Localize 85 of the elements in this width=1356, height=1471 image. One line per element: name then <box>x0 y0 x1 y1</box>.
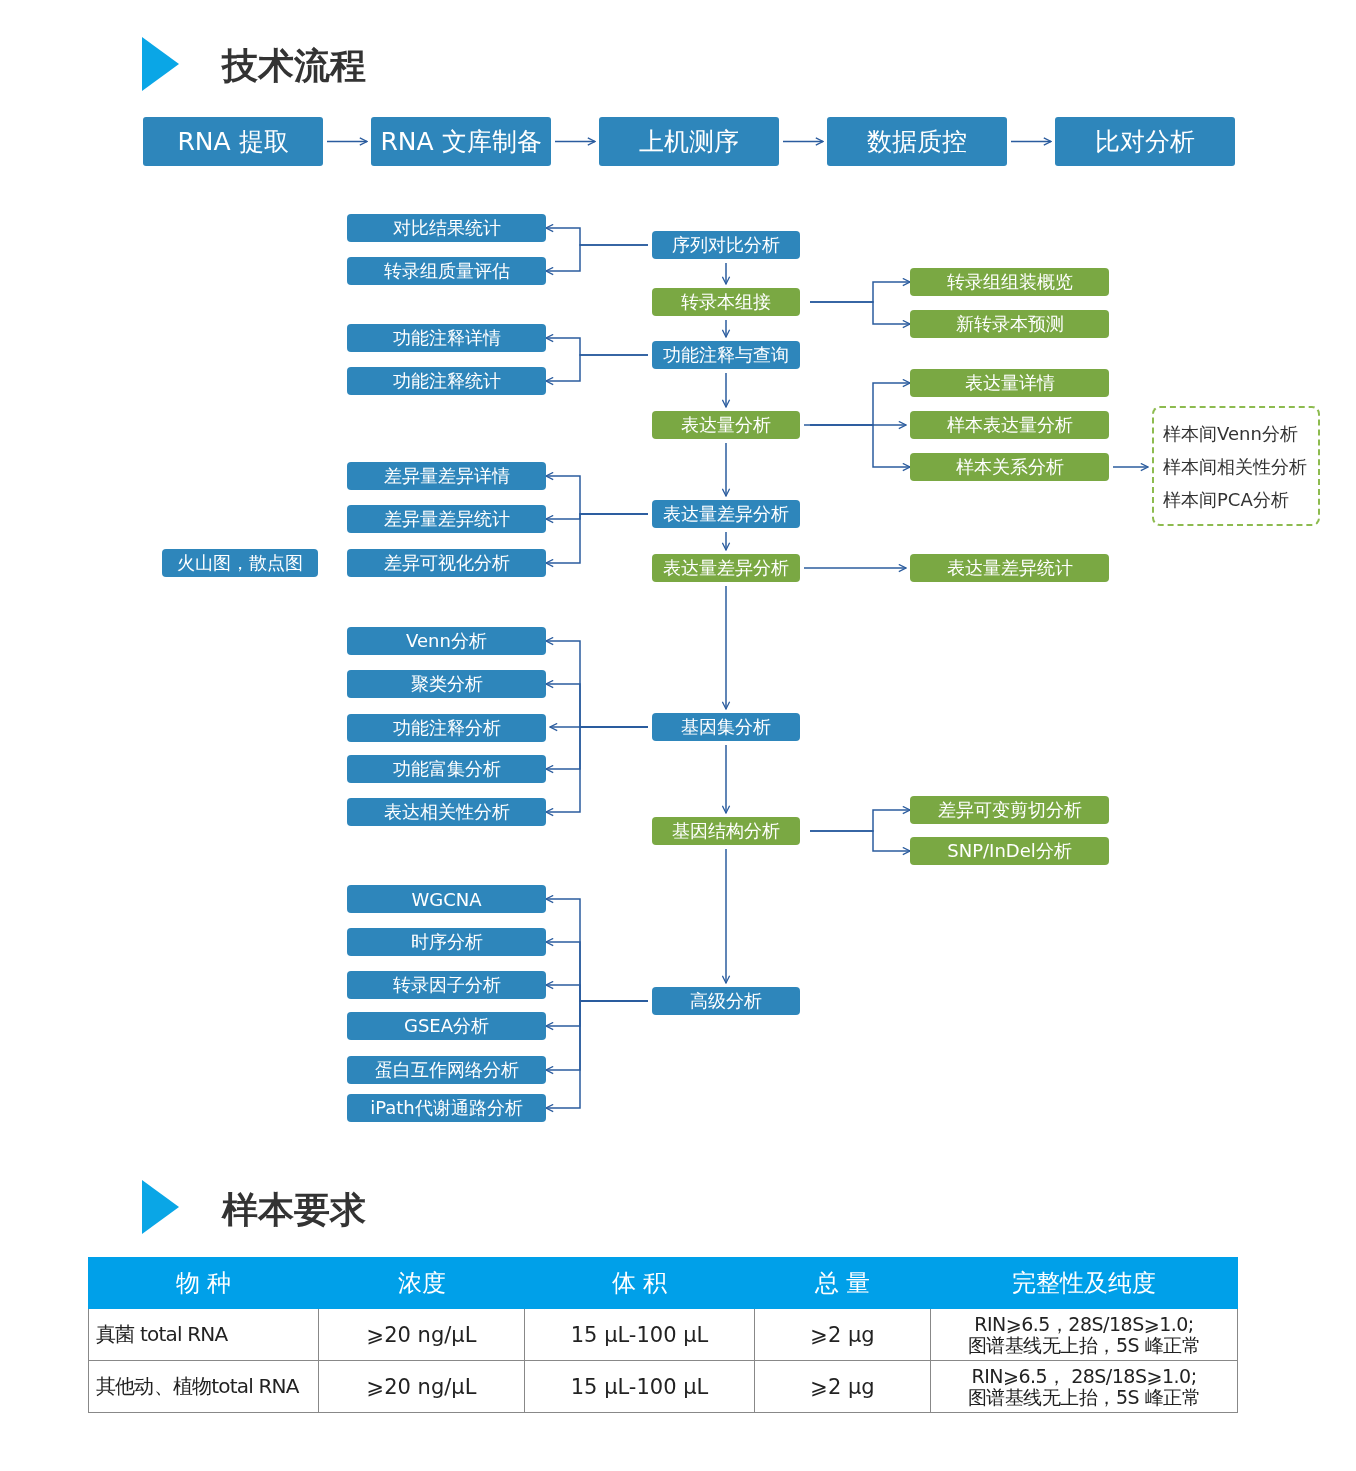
process-box: 功能注释统计 <box>347 367 546 395</box>
process-box: 基因集分析 <box>652 713 800 741</box>
arrow <box>721 262 731 285</box>
arrow <box>721 744 731 814</box>
arrow <box>545 354 649 386</box>
arrow <box>545 513 649 568</box>
process-box: 高级分析 <box>652 987 800 1015</box>
arrow <box>803 420 907 430</box>
table-cell: 其他动、植物total RNA <box>88 1360 319 1413</box>
arrow <box>782 137 824 146</box>
process-box: 聚类分析 <box>347 670 546 698</box>
section-heading: 技术流程 <box>222 44 366 88</box>
process-box: 样本关系分析 <box>910 453 1109 481</box>
process-box: GSEA分析 <box>347 1012 546 1040</box>
step-box: RNA 提取 <box>143 117 323 166</box>
process-box: 差异量差异详情 <box>347 462 546 490</box>
process-box: 时序分析 <box>347 928 546 956</box>
step-box: 数据质控 <box>827 117 1007 166</box>
arrow <box>803 563 907 573</box>
process-box: 样本表达量分析 <box>910 411 1109 439</box>
list-text: 样本间相关性分析 <box>1163 454 1307 479</box>
table-cell: ⩾2 μg <box>754 1360 931 1413</box>
process-box: 表达量差异分析 <box>652 500 800 528</box>
arrow <box>721 319 731 338</box>
arrow <box>1010 137 1052 146</box>
table-cell: ⩾20 ng/μL <box>318 1308 525 1361</box>
arrow <box>545 726 649 817</box>
arrow <box>809 830 911 856</box>
arrow <box>721 585 731 710</box>
arrow <box>554 137 596 146</box>
header-cell: 体 积 <box>524 1257 755 1309</box>
process-box: WGCNA <box>347 885 546 913</box>
process-box: 蛋白互作网络分析 <box>347 1056 546 1084</box>
arrow <box>545 1000 649 1113</box>
table-cell: 15 μL-100 μL <box>524 1360 755 1413</box>
arrow <box>326 137 368 146</box>
arrow <box>721 531 731 551</box>
process-box: 基因结构分析 <box>652 817 800 845</box>
process-box: 差异量差异统计 <box>347 505 546 533</box>
process-box: iPath代谢通路分析 <box>347 1094 546 1122</box>
process-box: 转录本组接 <box>652 288 800 316</box>
arrow <box>721 372 731 408</box>
arrow <box>809 301 911 329</box>
header-cell: 完整性及纯度 <box>930 1257 1238 1309</box>
process-box: 转录组质量评估 <box>347 257 546 285</box>
list-text: 样本间PCA分析 <box>1163 487 1289 512</box>
process-box: 序列对比分析 <box>652 231 800 259</box>
process-box: 表达量差异统计 <box>910 554 1109 582</box>
arrow <box>545 244 649 276</box>
arrow <box>721 442 731 497</box>
process-box: 表达量差异分析 <box>652 554 800 582</box>
section-heading: 样本要求 <box>222 1188 366 1232</box>
process-box: 对比结果统计 <box>347 214 546 242</box>
process-box: SNP/InDel分析 <box>910 837 1109 865</box>
arrow <box>1112 462 1149 472</box>
step-box: RNA 文库制备 <box>371 117 551 166</box>
process-box: 差异可视化分析 <box>347 549 546 577</box>
process-box: 新转录本预测 <box>910 310 1109 338</box>
table-cell: RIN⩾6.5， 28S/18S⩾1.0; 图谱基线无上抬，5S 峰正常 <box>930 1360 1238 1413</box>
process-box: 功能注释分析 <box>347 714 546 742</box>
process-box: Venn分析 <box>347 627 546 655</box>
arrow <box>721 848 731 984</box>
list-text: 样本间Venn分析 <box>1163 421 1298 446</box>
process-box: 表达相关性分析 <box>347 798 546 826</box>
header-cell: 物 种 <box>88 1257 319 1309</box>
process-box: 转录因子分析 <box>347 971 546 999</box>
arrow <box>809 424 911 472</box>
table-cell: ⩾20 ng/μL <box>318 1360 525 1413</box>
table-cell: 15 μL-100 μL <box>524 1308 755 1361</box>
step-box: 上机测序 <box>599 117 779 166</box>
header-cell: 浓度 <box>318 1257 525 1309</box>
process-box: 功能富集分析 <box>347 755 546 783</box>
table-cell: RIN⩾6.5，28S/18S⩾1.0; 图谱基线无上抬，5S 峰正常 <box>930 1308 1238 1361</box>
header-cell: 总 量 <box>754 1257 931 1309</box>
table-cell: ⩾2 μg <box>754 1308 931 1361</box>
step-box: 比对分析 <box>1055 117 1235 166</box>
process-box: 差异可变剪切分析 <box>910 796 1109 824</box>
dashed-box <box>1152 406 1320 526</box>
process-box: 转录组组装概览 <box>910 268 1109 296</box>
process-box: 功能注释与查询 <box>652 341 800 369</box>
process-box: 火山图，散点图 <box>162 549 318 577</box>
process-box: 表达量分析 <box>652 411 800 439</box>
table-cell: 真菌 total RNA <box>88 1308 319 1361</box>
process-box: 表达量详情 <box>910 369 1109 397</box>
process-box: 功能注释详情 <box>347 324 546 352</box>
